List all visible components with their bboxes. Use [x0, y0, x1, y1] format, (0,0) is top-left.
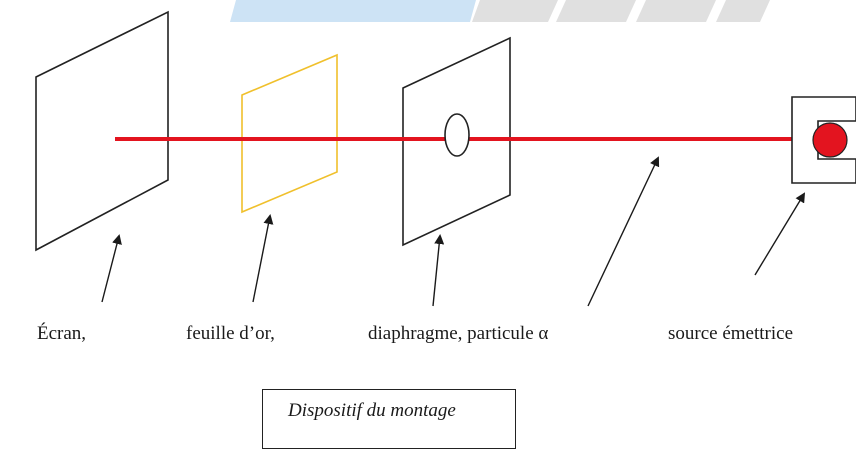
screen-plate [35, 10, 169, 252]
rutherford-setup-diagram [35, 0, 856, 307]
source-arrow [754, 192, 806, 276]
diaphragm-arrow [432, 234, 445, 307]
gold-foil-label: feuille d’or, [186, 323, 275, 344]
gold-foil-arrow [252, 214, 274, 303]
screen-arrow [101, 234, 122, 303]
diaphragm-plate [402, 36, 511, 247]
source-label: source émettrice [668, 323, 794, 344]
caption-text: Dispositif du montage [288, 400, 456, 421]
diaphragm-particle-label: diaphragme, particule α [368, 323, 549, 344]
gold-foil [241, 53, 338, 214]
header-band [230, 0, 770, 22]
source-ball [812, 122, 848, 158]
diaphragm-hole [444, 113, 470, 157]
screen-label: Écran, [37, 323, 87, 344]
particle-arrow [587, 156, 660, 307]
